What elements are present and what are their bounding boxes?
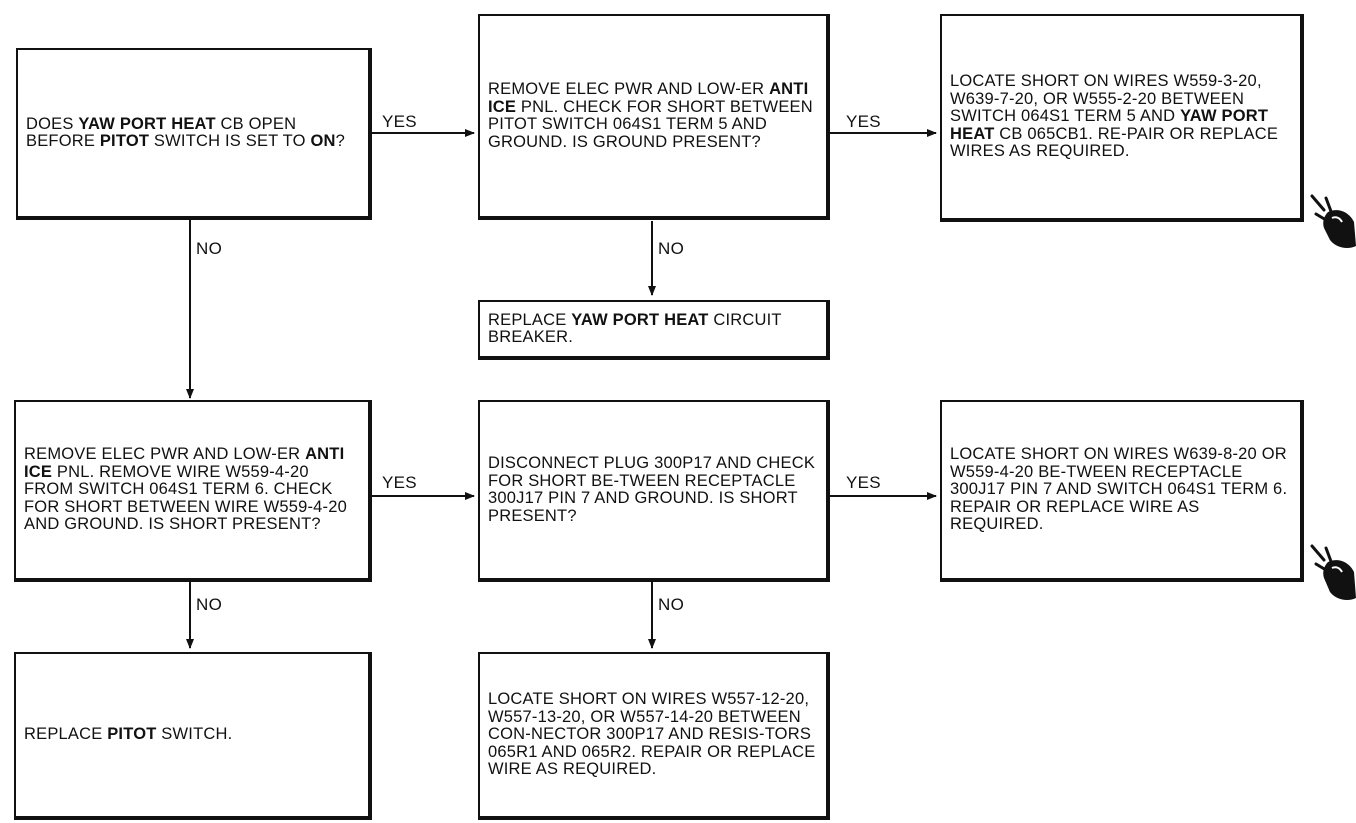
control-name: ON: [310, 132, 336, 150]
control-name: YAW PORT HEAT: [950, 107, 1269, 143]
control-name: ANTI ICE: [24, 445, 345, 481]
question-wire-w559-4-20-short: REMOVE ELEC PWR AND LOW-ER ANTI ICE PNL.…: [14, 400, 372, 582]
result-replace-pitot-switch: REPLACE PITOT SWITCH.: [14, 652, 372, 820]
label-yes-q2: YES: [846, 112, 881, 131]
pointing-hand-icon: [1310, 544, 1356, 600]
control-name: PITOT: [107, 725, 157, 744]
result-locate-short-w557: LOCATE SHORT ON WIRES W557-12-20, W557-1…: [478, 652, 830, 820]
result-locate-short-w559-3-20: LOCATE SHORT ON WIRES W559-3-20, W639-7-…: [940, 14, 1304, 222]
label-no-q2: NO: [658, 239, 685, 258]
label-yes-q3: YES: [382, 473, 417, 492]
question-receptacle-300j17-short: DISCONNECT PLUG 300P17 AND CHECK FOR SHO…: [478, 400, 830, 582]
pointing-hand-icon: [1310, 194, 1356, 248]
control-name: ANTI ICE: [488, 80, 809, 116]
control-name: YAW PORT HEAT: [571, 310, 709, 329]
control-name: YAW PORT HEAT: [78, 114, 216, 133]
question-ground-present: REMOVE ELEC PWR AND LOW-ER ANTI ICE PNL.…: [478, 14, 830, 220]
label-no-q3: NO: [196, 595, 223, 614]
label-no-q4: NO: [658, 595, 685, 614]
result-locate-short-w639-8-20: LOCATE SHORT ON WIRES W639-8-20 OR W559-…: [940, 400, 1304, 582]
label-yes-q4: YES: [846, 473, 881, 492]
control-name: PITOT: [99, 132, 150, 150]
label-yes-q1: YES: [382, 112, 417, 131]
result-replace-circuit-breaker: REPLACE YAW PORT HEAT CIRCUIT BREAKER.: [478, 300, 830, 360]
label-no-q1: NO: [196, 239, 223, 258]
question-yaw-port-heat-cb: DOES YAW PORT HEAT CB OPEN BEFORE PITOT …: [16, 48, 372, 220]
